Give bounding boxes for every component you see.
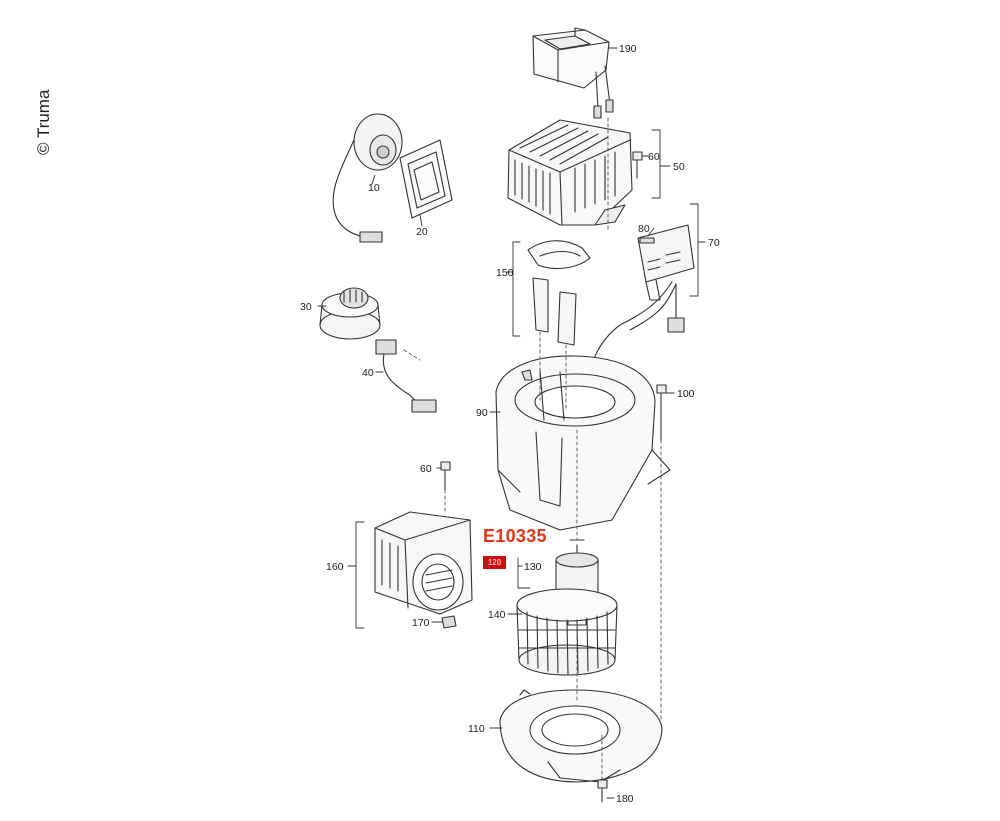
callout-100: 100 (677, 388, 695, 400)
callout-30: 30 (300, 301, 312, 313)
callout-170: 170 (412, 617, 430, 629)
screw-top-drawing (632, 151, 643, 179)
callout-labels: 190 60 50 80 70 10 20 150 30 40 90 100 6… (300, 43, 720, 805)
article-code: E10335 (483, 526, 547, 546)
callout-20: 20 (416, 226, 428, 238)
callout-160: 160 (326, 561, 344, 573)
screw-left-drawing (440, 461, 451, 491)
knob-assembly-drawing (332, 113, 403, 243)
callout-90: 90 (476, 407, 488, 419)
spring-clips-drawing (527, 240, 591, 346)
impeller-drawing (516, 588, 618, 676)
callout-60-left: 60 (420, 463, 432, 475)
callout-50: 50 (673, 161, 685, 173)
callout-130: 130 (524, 561, 542, 573)
assembly-guide-lines (403, 117, 662, 781)
callout-40: 40 (362, 367, 374, 379)
highlight-badge: 120 (483, 556, 506, 569)
electronics-housing-drawing (507, 119, 633, 226)
callout-150: 150 (496, 267, 514, 279)
base-plate-drawing (499, 689, 663, 783)
long-screw-drawing (656, 384, 667, 441)
cover-frame-drawing (399, 139, 453, 219)
fan-housing-drawing (495, 355, 671, 531)
small-clip-drawing (441, 615, 457, 629)
transformer-drawing (532, 27, 614, 119)
callout-140: 140 (488, 609, 506, 621)
leader-lines (317, 47, 706, 799)
cable-harness-drawing (375, 339, 437, 413)
callout-190: 190 (619, 43, 637, 55)
outlet-grille-drawing (374, 511, 473, 615)
callout-60-top: 60 (648, 151, 660, 163)
callout-110: 110 (468, 723, 485, 735)
callout-80: 80 (638, 223, 650, 235)
callout-70: 70 (708, 237, 720, 249)
bottom-screw-drawing (597, 779, 608, 803)
motor-cap-drawing (319, 287, 381, 340)
callout-10: 10 (368, 182, 380, 194)
callout-180: 180 (616, 793, 634, 805)
